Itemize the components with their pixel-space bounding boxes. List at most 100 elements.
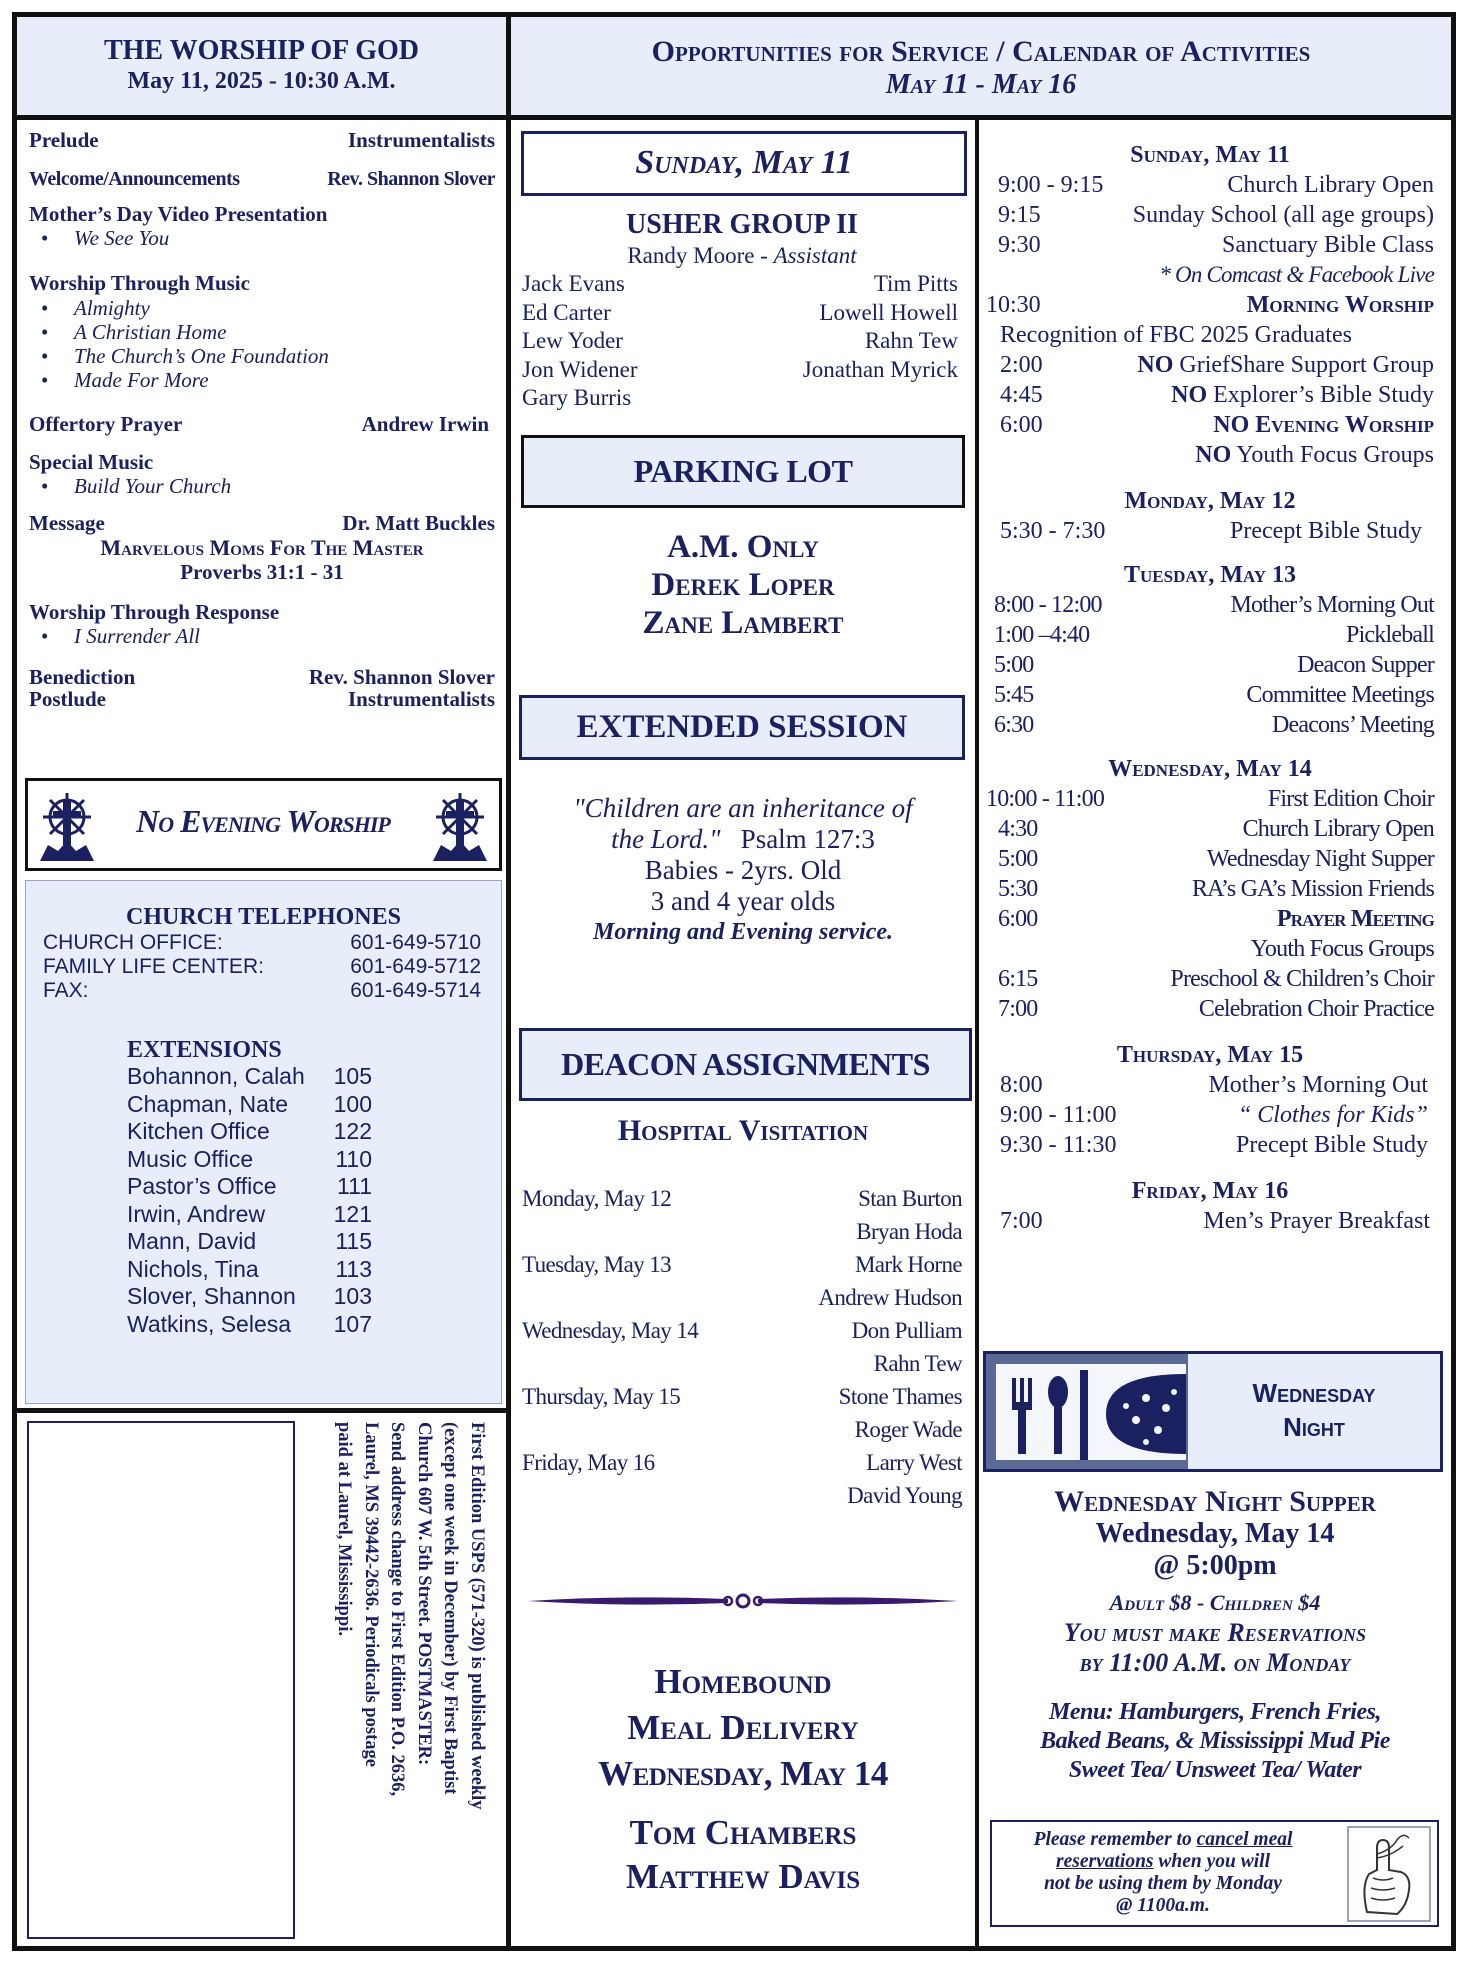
extension-name: Kitchen Office xyxy=(127,1118,270,1144)
sermon-scripture: Proverbs 31:1 - 31 xyxy=(180,560,344,584)
event-time: 6:00 xyxy=(998,906,1038,932)
event-name: NO Youth Focus Groups xyxy=(1195,440,1434,470)
event-name-text: Explorer’s Bible Study xyxy=(1207,382,1434,408)
frame-header-bottom xyxy=(12,115,1456,120)
welcome-label: Welcome/Announcements xyxy=(29,168,240,190)
event-name: Men’s Prayer Breakfast xyxy=(1203,1208,1430,1234)
calendar-row: NO Youth Focus Groups xyxy=(986,440,1434,470)
supper-time: @ 5:00pm xyxy=(1153,1550,1277,1581)
event-name: Church Library Open xyxy=(1242,816,1435,842)
event-time: 5:00 xyxy=(994,652,1034,678)
list-item: Made For More xyxy=(29,368,495,392)
message-row: Message Dr. Matt Buckles xyxy=(29,510,495,536)
welcome-row: Welcome/Announcements Rev. Shannon Slove… xyxy=(29,168,495,202)
event-time: 2:00 xyxy=(1000,352,1043,378)
cancel-reminder-text: Please remember to cancel meal reservati… xyxy=(998,1829,1328,1917)
opportunities-dates: May 11 - May 16 xyxy=(885,69,1077,100)
extension-number: 107 xyxy=(333,1310,372,1337)
ship-wheel-cross-icon xyxy=(40,793,94,861)
wednesday-night-supper: Wednesday Night Supper Wednesday, May 14… xyxy=(979,1486,1451,1785)
parking-lot-title: PARKING LOT xyxy=(633,453,853,489)
frame-bottom xyxy=(12,1946,1456,1951)
postal-statement: First Edition USPS (571-320) is publishe… xyxy=(330,1422,490,1942)
menu-line: Menu: Hamburgers, French Fries, xyxy=(1049,1699,1381,1725)
event-name: Preschool & Children’s Choir xyxy=(1170,966,1434,992)
parking-line: A.M. Only xyxy=(667,529,819,565)
frame-left-lower-divider xyxy=(12,1408,510,1413)
postal-line: First Edition USPS (571-320) is publishe… xyxy=(467,1422,487,1810)
phone-row: FAX:601-649-5714 xyxy=(43,979,481,1003)
reminder-line: Please remember to cancel meal xyxy=(998,1829,1328,1851)
phone-row: CHURCH OFFICE:601-649-5710 xyxy=(43,931,481,955)
event-time: 5:00 xyxy=(998,846,1038,872)
event-name: Morning Worship xyxy=(1246,292,1434,318)
worship-header: THE WORSHIP OF GOD May 11, 2025 - 10:30 … xyxy=(17,17,506,115)
postal-line: paid at Laurel, Mississippi. xyxy=(334,1422,355,1637)
postal-line: (except one week in December) by First B… xyxy=(440,1422,461,1795)
event-time: 5:30 xyxy=(998,876,1038,902)
event-name: Sanctuary Bible Class xyxy=(1222,232,1434,258)
calendar-day-heading: Sunday, May 11 xyxy=(1130,142,1290,168)
message-label: Message xyxy=(29,511,105,535)
event-time: 8:00 xyxy=(1000,1072,1043,1098)
event-time: 6:15 xyxy=(998,966,1038,992)
reservation-deadline: by 11:00 A.M. on Monday xyxy=(1079,1648,1351,1677)
deacon-name: David Young xyxy=(847,1483,962,1508)
phone-name: FAX: xyxy=(43,979,89,1002)
event-name: Precept Bible Study xyxy=(1230,518,1422,544)
menu-line: Baked Beans, & Mississippi Mud Pie xyxy=(1040,1728,1390,1754)
event-time: 8:00 - 12:00 xyxy=(994,592,1103,618)
deacon-day: Wednesday, May 14 xyxy=(522,1318,699,1343)
offertory-label: Offertory Prayer xyxy=(29,412,183,436)
extensions-title: EXTENSIONS xyxy=(127,1037,282,1063)
logo-line: Wednesday xyxy=(1252,1378,1376,1408)
usher-name: Lew Yoder xyxy=(522,328,623,353)
postlude-row: Postlude Instrumentalists xyxy=(29,688,495,710)
phone-name: FAMILY LIFE CENTER: xyxy=(43,955,264,978)
offertory-row: Offertory Prayer Andrew Irwin xyxy=(29,412,495,450)
event-name: First Edition Choir xyxy=(1267,786,1435,812)
reminder-text: when you will xyxy=(1153,1851,1270,1872)
extended-session-info: "Children are an inheritance of the Lord… xyxy=(511,793,975,948)
deacon-name: Stan Burton xyxy=(858,1186,963,1211)
phone-number: 601-649-5710 xyxy=(350,931,481,954)
sunday-box-title: Sunday, May 11 xyxy=(635,144,853,181)
supper-date: Wednesday, May 14 xyxy=(1095,1518,1335,1549)
menu-line: Sweet Tea/ Unsweet Tea/ Water xyxy=(1068,1757,1362,1783)
church-telephones-box: CHURCH TELEPHONES CHURCH OFFICE:601-649-… xyxy=(25,880,502,1404)
prelude-by: Instrumentalists xyxy=(347,128,495,152)
supper-menu: Menu: Hamburgers, French Fries, Baked Be… xyxy=(979,1698,1451,1785)
event-name: Recognition of FBC 2025 Graduates xyxy=(1000,322,1352,348)
deacon-name: Mark Horne xyxy=(854,1252,963,1277)
supper-price: Adult $8 - Children $4 xyxy=(1109,1590,1321,1615)
extension-name: Slover, Shannon xyxy=(127,1283,296,1309)
usher-title: USHER GROUP II xyxy=(626,209,858,240)
event-name: RA’s GA’s Mission Friends xyxy=(1191,876,1435,902)
event-time: 10:30 xyxy=(986,292,1041,318)
reminder-line: reservations when you will xyxy=(998,1851,1328,1873)
no-label: NO xyxy=(1171,382,1208,408)
frame-left xyxy=(12,12,17,1951)
ship-wheel-cross-icon xyxy=(433,793,487,861)
list-item: Almighty xyxy=(29,296,495,320)
scripture-quote-end: the Lord." xyxy=(611,824,721,854)
usher-name: Tim Pitts xyxy=(873,271,958,296)
message-by: Dr. Matt Buckles xyxy=(342,511,495,535)
homebound-name: Matthew Davis xyxy=(625,1857,861,1896)
